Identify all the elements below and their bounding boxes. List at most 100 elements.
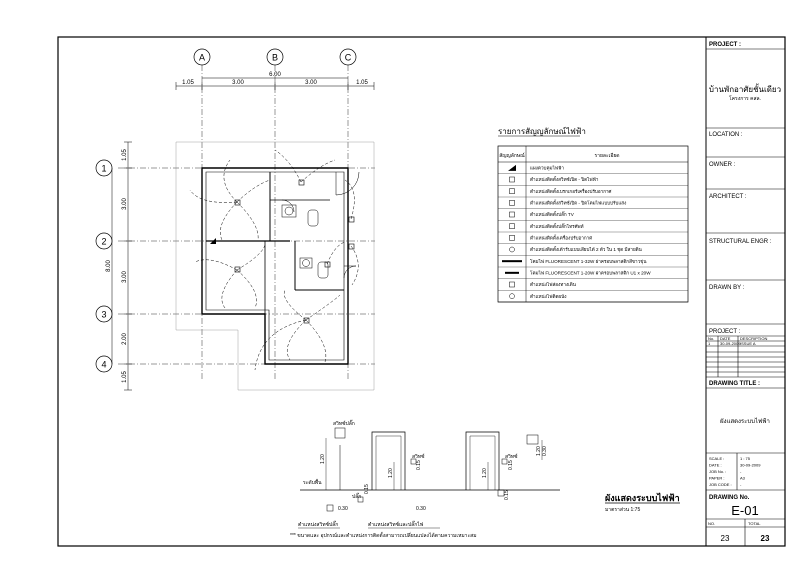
tb-project-name: บ้านพักอาศัยชั้นเดียว (709, 83, 781, 94)
tb-rev-desc: ISSUE A (740, 341, 756, 346)
socket-icon (509, 246, 515, 253)
elevation-details (300, 427, 560, 512)
elev-dim-3: 0.15 (364, 484, 370, 494)
drawing-caption-scale: มาตราส่วน 1:75 (605, 507, 640, 513)
phone-icon (509, 223, 515, 229)
legend-row-desc: ตำแหน่งติดตั้งเครื่องปรับอากาศ (530, 234, 592, 240)
elev-caption-mid: ตำแหน่งสวิทซ์และปลั๊กไฟ (368, 520, 424, 528)
dim-top-1: 1.05 (182, 80, 194, 86)
panel-icon (508, 164, 516, 171)
switch-icon (509, 176, 515, 183)
grid-row-2: 2 (101, 237, 106, 247)
dim-left-total: 8.00 (106, 260, 112, 272)
fluor-long-icon (502, 260, 522, 263)
dimmer-icon (509, 200, 515, 206)
grid-row-4: 4 (101, 360, 106, 370)
tb-rev-header-date: DATE (720, 336, 731, 341)
legend-row-desc: แผงควบคุมไฟฟ้า (530, 164, 564, 171)
legend-row-desc: ตำแหน่งติดตั้งเบรกเกอร์เครื่องปรับอากาศ (530, 188, 612, 194)
wall-icon (509, 293, 515, 299)
tb-owner-label: OWNER : (709, 162, 736, 168)
tb-meta-key: JOB CODE : (709, 482, 732, 487)
elev-dim-1: 1.20 (320, 454, 326, 464)
tb-rev-date: 30-09-2009 (720, 341, 741, 346)
legend-row-desc: ตำแหน่งติดตั้งปลั๊กโทรศัพท์ (530, 223, 584, 229)
tb-location-label: LOCATION : (709, 132, 743, 138)
elev-label-switch: สวิทซ์ปลั๊ก (333, 419, 355, 427)
tb-project-sub: โครงการ คสล. (729, 95, 761, 102)
elev-label-floor: ระดับพื้น (303, 477, 322, 486)
dim-top-total: 6.00 (269, 72, 281, 78)
tb-drawing-title: ผังแสดงระบบไฟฟ้า (720, 417, 770, 425)
tb-project2-label: PROJECT : (709, 329, 741, 335)
elev-dim-5: 0.30 (416, 506, 426, 512)
elev-label-switch-right: สวิทซ์ (505, 453, 518, 460)
legend-row-desc: ตำแหน่งไฟส่องทางเดิน (530, 281, 577, 287)
tb-rev-no: 1 (708, 341, 711, 346)
breaker-icon (509, 188, 515, 194)
elev-caption-left: ตำแหน่งสวิทซ์ปลั๊ก (298, 520, 338, 528)
dim-left-3: 3.00 (122, 271, 128, 283)
walkway-icon (509, 281, 515, 288)
elev-dim-6: 0.15 (416, 460, 422, 470)
legend-row-desc: ตำแหน่งติดตั้งปลั๊ก TV (530, 211, 575, 217)
tb-meta-value: 30-09-2009 (740, 463, 761, 468)
grid-row-1: 1 (101, 164, 106, 174)
tb-drawing-title-label: DRAWING TITLE : (709, 381, 760, 387)
ac-icon (509, 235, 515, 241)
legend: รายการสัญญลักษณ์ไฟฟ้า สัญญลักษณ์ รายละเอ… (497, 126, 689, 303)
tb-meta-value: A3 (740, 476, 746, 481)
fluor-short-icon (505, 271, 519, 274)
elev-note: *** ขนาดและ อุปกรณ์และตำแหน่งการติดตั้งส… (290, 530, 477, 539)
elev-label-switch-mid: สวิทซ์ (412, 453, 425, 460)
elev-dim-11: 0.30 (542, 446, 548, 456)
dim-top-2: 3.00 (232, 80, 244, 86)
tb-project-label: PROJECT : (709, 42, 741, 48)
tb-meta-key: DATE : (709, 463, 722, 468)
tb-total-label: TOTAL (748, 521, 761, 526)
grid-row-3: 3 (101, 310, 106, 320)
tb-total: 23 (761, 534, 770, 543)
legend-row-desc: ตำแหน่งไฟติดผนัง (530, 293, 567, 299)
dim-top-3: 3.00 (305, 80, 317, 86)
tb-meta-key: PAPER : (709, 476, 725, 481)
tb-no-label: NO. (708, 521, 715, 526)
grid-col-a: A (199, 53, 205, 63)
elev-dim-10: 0.15 (504, 490, 510, 500)
dim-left-5: 1.05 (122, 371, 128, 383)
tb-meta-value: - (740, 482, 742, 487)
elev-dim-2: 0.30 (338, 506, 348, 512)
tv-icon (509, 211, 515, 218)
tb-rev-header-desc: DESCRIPTION (740, 336, 767, 341)
legend-row-desc: โคมไฟ FLUORESCENT 1-32W ฝาครอบพลาสติกสีข… (530, 258, 647, 265)
dim-top-4: 1.05 (356, 80, 368, 86)
drawing-caption-title: ผังแสดงระบบไฟฟ้า (605, 492, 680, 503)
tb-drawn-label: DRAWN BY : (709, 285, 745, 291)
grid-col-b: B (272, 53, 278, 63)
title-block (706, 48, 785, 546)
tb-meta-value: - (740, 469, 742, 474)
elev-label-plug: ปลั๊ก (352, 492, 361, 500)
tb-drawing-no-label: DRAWING No. (709, 495, 750, 501)
elev-dim-8: 0.15 (508, 460, 514, 470)
tb-meta-key: SCALE : (709, 456, 724, 461)
legend-row-desc: โคมไฟ FLUORESCENT 1-20W ฝาครอบพลาสติก U1… (530, 269, 651, 275)
legend-title: รายการสัญญลักษณ์ไฟฟ้า (498, 126, 586, 136)
legend-row-desc: ตำแหน่งติดตั้งเต้ารับแบบเสียบได้ 2 ตัว ใ… (530, 246, 643, 253)
sheet-border (57, 36, 786, 547)
tb-meta-key: JOB No. : (709, 469, 726, 474)
tb-no: 23 (721, 534, 730, 543)
dim-left-2: 3.00 (122, 198, 128, 210)
elev-dim-7: 1.20 (482, 468, 488, 478)
floor-plan (95, 48, 375, 391)
dim-left-1: 1.05 (122, 149, 128, 161)
legend-header-symbol: สัญญลักษณ์ (499, 152, 525, 159)
dim-left-4: 2.00 (122, 333, 128, 345)
tb-architect-label: ARCHITECT : (709, 194, 747, 200)
elev-dim-4: 1.20 (388, 468, 394, 478)
legend-header-desc: รายละเอียด (594, 152, 619, 159)
tb-meta-value: 1 : 75 (740, 456, 751, 461)
grid-col-c: C (345, 53, 352, 63)
tb-rev-header-no: No. (708, 336, 714, 341)
